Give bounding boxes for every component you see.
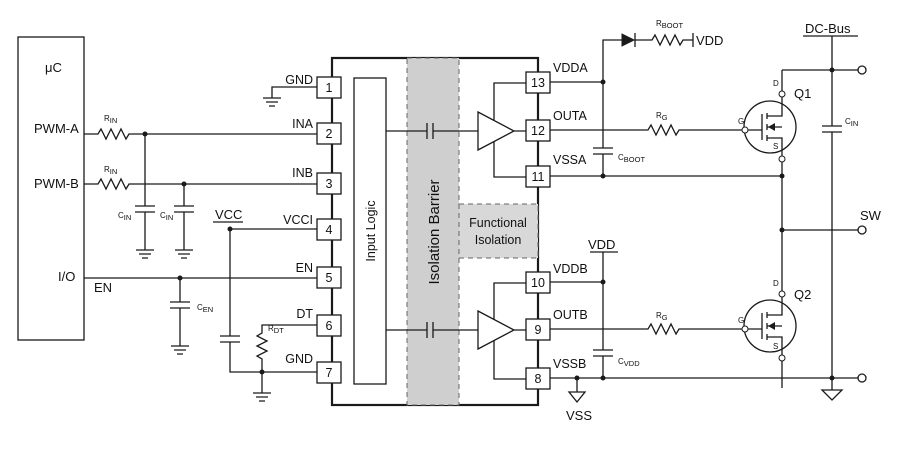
dc-bus-terminal	[857, 65, 867, 75]
pwm-b-label: PWM-B	[34, 176, 79, 191]
pin-7-name: GND	[285, 352, 313, 366]
pin-2-number: 2	[326, 127, 333, 141]
dt-net: RDT	[253, 324, 317, 402]
buffer-b	[477, 309, 516, 351]
pin-1-box	[316, 76, 342, 99]
input-logic-block	[353, 77, 387, 385]
pin-12-number: 12	[531, 124, 545, 138]
pwm-a-label: PWM-A	[34, 121, 79, 136]
pin-13-number: 13	[531, 76, 545, 90]
high-side-network: RBOOT VDD CBOOT RG	[550, 19, 785, 179]
cin-3-label: CIN	[845, 117, 858, 128]
functional-isolation-line2: Isolation	[475, 233, 522, 247]
isolation-barrier-label: Isolation Barrier	[426, 179, 443, 284]
left-pins: 1 GND 2 INA 3 INB 4 VCCI 5 EN 6 DT 7 GND	[283, 73, 342, 384]
pin-5-name: EN	[296, 261, 313, 275]
pin-4-number: 4	[326, 223, 333, 237]
pin-13-name: VDDA	[553, 61, 588, 75]
q2-gate-label: G	[738, 316, 744, 325]
functional-isolation-line1: Functional	[469, 216, 527, 230]
pin-11-name: VSSA	[553, 153, 587, 167]
mcu-label: μC	[45, 60, 62, 75]
dc-bus-label: DC-Bus	[805, 21, 851, 36]
vss-label: VSS	[566, 408, 592, 423]
rg2-label: RG	[656, 311, 668, 322]
q1-drain-label: D	[773, 79, 779, 88]
pin-8-name: VSSB	[553, 357, 586, 371]
pin-7-number: 7	[326, 366, 333, 380]
pin-11-number: 11	[532, 170, 545, 184]
rin-b-label: RIN	[104, 165, 117, 176]
vdd-top-label: VDD	[696, 33, 723, 48]
cvdd-label: CVDD	[618, 357, 640, 368]
rboot-label: RBOOT	[656, 19, 683, 30]
low-side-network: VDD CVDD RG VSS	[550, 237, 860, 423]
pwm-a-net: RIN CIN	[84, 114, 317, 259]
pin-3-number: 3	[326, 177, 333, 191]
pin-6-box	[316, 314, 342, 337]
rg1-label: RG	[656, 111, 668, 122]
pin-7-box	[316, 361, 342, 384]
pin-2-box	[316, 122, 342, 145]
pin-10-name: VDDB	[553, 262, 588, 276]
cboot-label: CBOOT	[618, 153, 645, 164]
q1-source-label: S	[773, 142, 778, 151]
q1-gate-label: G	[738, 117, 744, 126]
vcc-label: VCC	[215, 207, 242, 222]
pin-1-number: 1	[326, 81, 333, 95]
vcc-net: VCC	[213, 207, 317, 373]
power-stage: DC-Bus CIN SW Q1 D S G	[738, 21, 882, 401]
rin-a-label: RIN	[104, 114, 117, 125]
ground-terminal	[857, 373, 867, 383]
sw-terminal	[857, 225, 867, 235]
pin-6-number: 6	[326, 319, 333, 333]
microcontroller-box	[17, 36, 85, 341]
pin-3-box	[316, 172, 342, 195]
pin-4-name: VCCI	[283, 213, 313, 227]
pin-5-number: 5	[326, 271, 333, 285]
pin-3-name: INB	[292, 166, 313, 180]
q1-label: Q1	[794, 86, 811, 101]
pin-9-name: OUTB	[553, 308, 588, 322]
q1-mosfet: Q1 D S G	[738, 79, 811, 163]
pin-5-box	[316, 266, 342, 289]
right-pins: 13 VDDA 12 OUTA 11 VSSA 10 VDDB 9 OUTB 8…	[525, 61, 588, 390]
cin-1-label: CIN	[118, 211, 131, 222]
pin-8-number: 8	[535, 372, 542, 386]
pin-9-number: 9	[535, 323, 542, 337]
microcontroller: μC PWM-A PWM-B I/O	[17, 36, 85, 341]
pin-12-name: OUTA	[553, 109, 587, 123]
q2-drain-label: D	[773, 279, 779, 288]
sw-label: SW	[860, 208, 882, 223]
cin-2-label: CIN	[160, 211, 173, 222]
en-net: EN CEN	[84, 275, 317, 355]
q2-source-label: S	[773, 342, 778, 351]
input-logic-label: Input Logic	[364, 200, 378, 261]
functional-isolation	[458, 203, 539, 259]
boot-diode	[621, 33, 636, 47]
pwm-b-net: RIN CIN	[84, 165, 317, 259]
rdt-label: RDT	[268, 324, 284, 335]
q2-label: Q2	[794, 287, 811, 302]
cen-label: CEN	[197, 303, 213, 314]
vdd-mid-label: VDD	[588, 237, 615, 252]
pin-6-name: DT	[296, 307, 313, 321]
buffer-a	[477, 110, 516, 152]
gate-driver-ic: Isolation Barrier Functional Isolation I…	[330, 56, 540, 407]
pin-1-name: GND	[285, 73, 313, 87]
isolation-barrier	[406, 57, 460, 406]
pin-2-name: INA	[292, 117, 314, 131]
pin-10-number: 10	[531, 276, 545, 290]
pin-4-box	[316, 218, 342, 241]
q2-mosfet: Q2 D S G	[738, 279, 811, 362]
en-net-label: EN	[94, 280, 112, 295]
io-label: I/O	[58, 269, 75, 284]
